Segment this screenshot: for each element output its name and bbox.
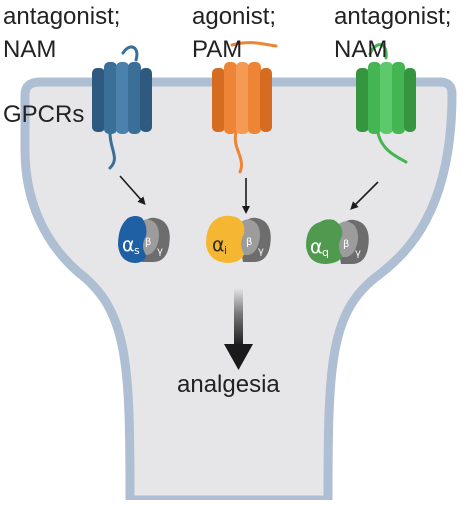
g-alpha-q-subscript: q — [322, 246, 329, 259]
g-alpha-i-label: α — [212, 234, 225, 256]
label-left-antagonist: antagonist; — [3, 3, 121, 30]
gpcr-middle — [212, 41, 278, 174]
gpcr-middle-n-terminus — [230, 41, 278, 48]
g-beta-q-label: β — [343, 239, 349, 250]
label-gpcrs: GPCRs — [3, 101, 85, 128]
g-gamma-q-label: γ — [355, 248, 361, 259]
g-gamma-i-label: γ — [258, 246, 264, 257]
gpcr-middle-helix — [260, 68, 272, 132]
gpcr-right — [356, 43, 416, 164]
g-alpha-s-label: α — [122, 234, 135, 256]
gpcr-left-helix — [140, 68, 152, 132]
g-alpha-s — [118, 216, 147, 263]
gpcr-middle-c-terminus — [233, 131, 243, 174]
gpcr-middle-helix — [248, 62, 261, 134]
g-alpha-i-subscript: i — [224, 244, 227, 257]
arrow-right-to-galpha-q — [350, 181, 379, 210]
label-right-nam: NAM — [334, 36, 388, 63]
analgesia-arrow-shaft — [234, 288, 243, 346]
gpcr-left-n-terminus — [121, 45, 139, 62]
label-middle-pam: PAM — [192, 36, 243, 63]
gpcr-right-helix — [392, 62, 405, 134]
g-beta-s-label: β — [145, 237, 151, 248]
gpcr-left-helix — [104, 62, 117, 134]
gpcr-right-helix — [380, 62, 393, 134]
label-middle-agonist: agonist; — [192, 3, 277, 30]
g-beta-right — [339, 221, 358, 258]
g-alpha-i — [206, 215, 245, 263]
g-protein-s — [118, 216, 170, 263]
gpcr-right-helix — [404, 68, 416, 132]
gpcr-left-helix — [128, 62, 141, 134]
label-left-nam: NAM — [3, 36, 57, 63]
arrow-left-to-galpha-s — [119, 175, 146, 205]
gpcr-right-helix — [356, 68, 369, 132]
g-gamma-s-label: γ — [157, 246, 163, 257]
g-alpha-q-label: α — [310, 236, 323, 258]
gpcr-left-helix — [92, 68, 105, 132]
g-alpha-s-subscript: s — [134, 244, 140, 257]
gpcr-middle-helix — [224, 62, 237, 134]
analgesia-arrow-head — [224, 344, 253, 370]
label-analgesia: analgesia — [177, 371, 280, 398]
gpcr-left-helix — [116, 62, 129, 134]
g-alpha-q — [306, 219, 343, 264]
gpcr-middle-helix — [212, 68, 225, 132]
gpcr-left — [92, 45, 152, 170]
g-beta-middle — [241, 219, 260, 256]
g-beta-i-label: β — [246, 237, 252, 248]
gpcr-left-c-terminus — [108, 131, 116, 170]
gpcr-right-c-terminus — [376, 131, 408, 164]
g-protein-i — [206, 215, 271, 263]
gpcr-middle-helix — [236, 62, 249, 134]
gpcr-right-n-terminus — [368, 43, 388, 60]
gpcr-right-helix — [368, 62, 381, 134]
label-right-antagonist: antagonist; — [334, 3, 452, 30]
g-protein-q — [306, 219, 369, 264]
